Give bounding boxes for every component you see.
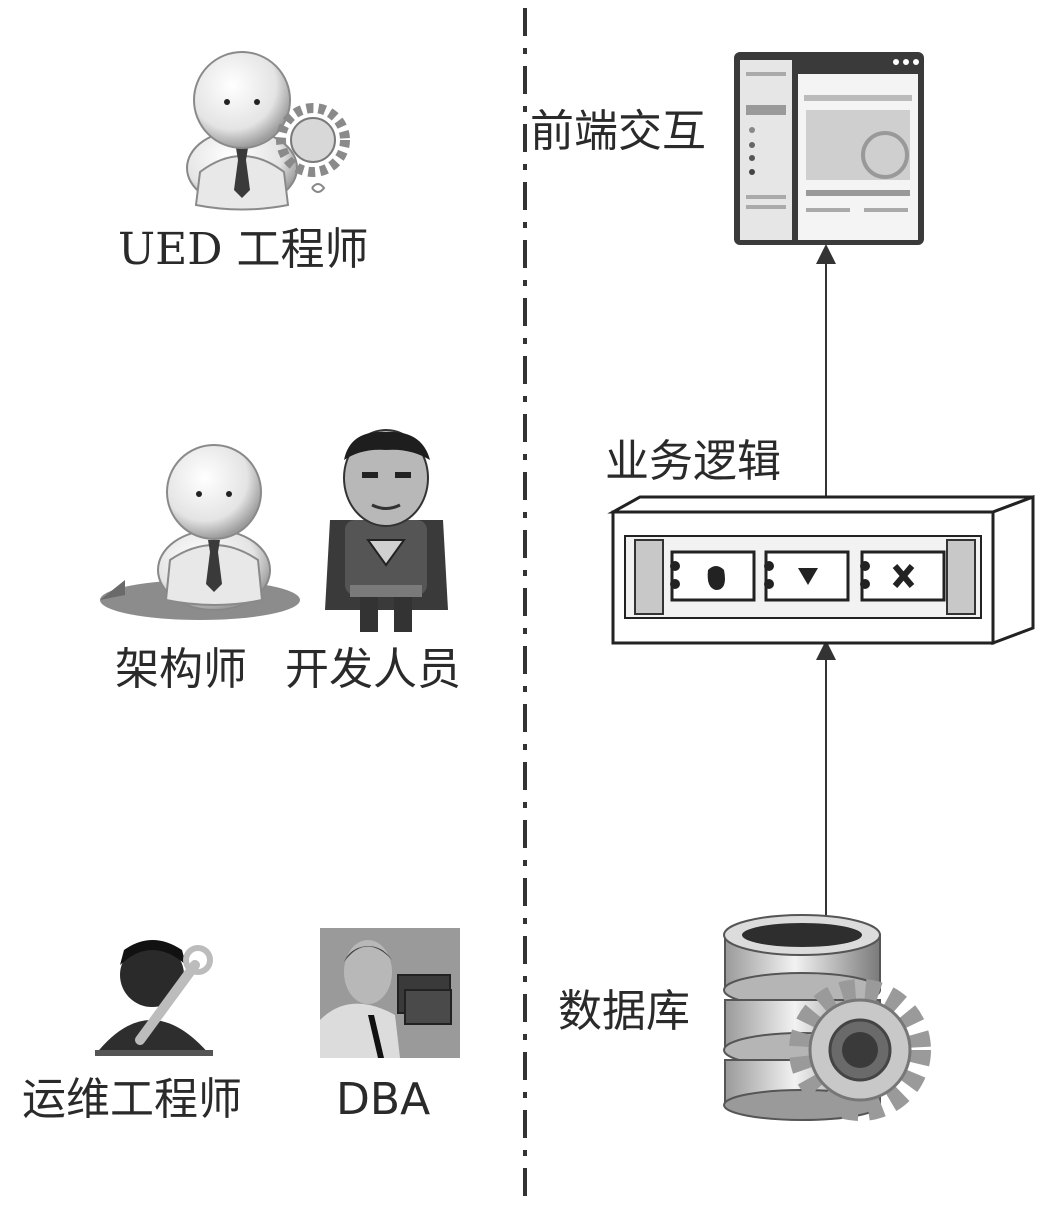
frontend-window-icon xyxy=(734,52,924,245)
ued-engineer-icon xyxy=(186,51,350,211)
architect-label: 架构师 xyxy=(115,644,247,695)
ops-engineer-label: 运维工程师 xyxy=(22,1074,242,1125)
business-server-icon xyxy=(607,494,1035,646)
database-icon xyxy=(723,914,931,1121)
frontend-label: 前端交互 xyxy=(530,106,706,157)
developer-label: 开发人员 xyxy=(285,644,461,695)
dba-icon xyxy=(320,928,460,1058)
business-logic-label: 业务逻辑 xyxy=(605,436,781,487)
architect-icon xyxy=(100,444,300,620)
database-label: 数据库 xyxy=(558,986,690,1037)
dba-label: DBA xyxy=(336,1074,431,1125)
ops-engineer-icon xyxy=(95,940,213,1056)
ued-engineer-label: UED 工程师 xyxy=(118,224,369,275)
developer-icon xyxy=(325,429,448,632)
